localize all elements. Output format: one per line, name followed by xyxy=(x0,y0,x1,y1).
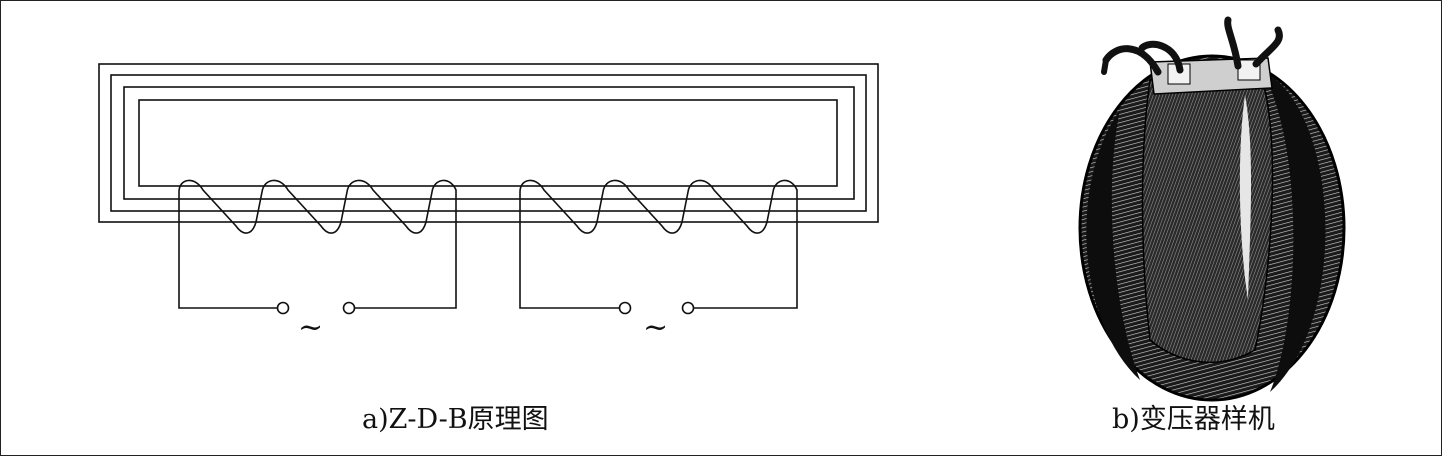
left-ac-source-symbol: ~ xyxy=(298,310,324,345)
left-lead-wire xyxy=(178,222,277,309)
caption-a: a)Z-D-B原理图 xyxy=(362,404,549,435)
left-terminal-2 xyxy=(342,301,356,315)
caption-b: b)变压器样机 xyxy=(1112,404,1275,435)
left-return-wire xyxy=(355,222,457,309)
core-outer xyxy=(98,63,879,223)
right-terminal-1 xyxy=(618,301,632,315)
right-return-wire xyxy=(694,222,798,309)
zdb-principle-diagram xyxy=(98,63,879,315)
core-inner xyxy=(138,99,838,187)
left-terminal-1 xyxy=(276,301,290,315)
core-mid-1 xyxy=(110,74,867,212)
right-terminal-2 xyxy=(681,301,695,315)
right-lead-wire xyxy=(519,222,619,309)
transformer-prototype-illustration xyxy=(1078,16,1346,402)
prototype-leads xyxy=(1102,16,1283,76)
right-winding xyxy=(519,179,798,315)
left-winding xyxy=(178,179,457,315)
right-ac-source-symbol: ~ xyxy=(643,310,669,345)
core-mid-2 xyxy=(123,86,855,200)
